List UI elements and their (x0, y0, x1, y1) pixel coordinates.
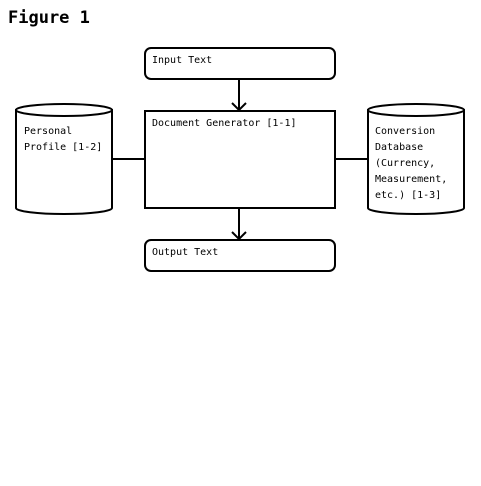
conversion-database-line-3: (Currency, (375, 158, 436, 169)
personal-profile-line-1: Personal (24, 126, 73, 137)
output-text-label: Output Text (152, 247, 219, 258)
conversion-database-line-5: etc.) [1-3] (375, 190, 442, 201)
conversion-database-label: Conversion Database (Currency, Measureme… (375, 124, 447, 204)
output-text-box (144, 239, 336, 272)
document-generator-label: Document Generator [1-1] (152, 118, 297, 129)
conversion-database-line-4: Measurement, (375, 174, 448, 185)
personal-profile-label: Personal Profile [1-2] (24, 124, 102, 156)
conversion-database-line-2: Database (375, 142, 424, 153)
figure-title: Figure 1 (8, 8, 90, 28)
conversion-database-line-1: Conversion (375, 126, 436, 137)
conversion-database-icon (367, 103, 465, 215)
input-text-label: Input Text (152, 55, 213, 66)
personal-profile-database-icon (15, 103, 113, 215)
document-generator-box (144, 110, 336, 209)
personal-profile-line-2: Profile [1-2] (24, 142, 103, 153)
